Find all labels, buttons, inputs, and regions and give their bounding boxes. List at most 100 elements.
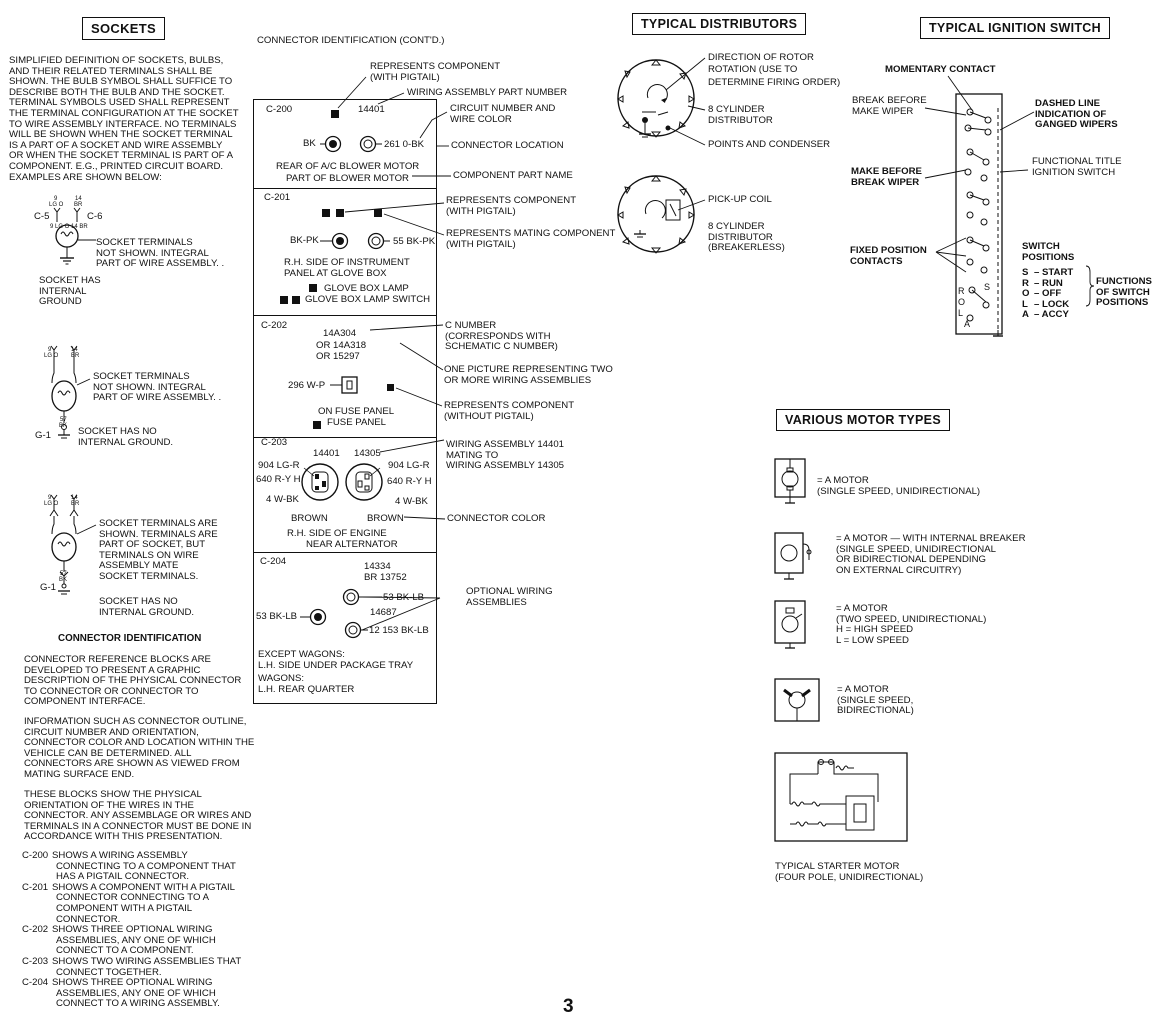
c204-number-2: BR 13752	[364, 572, 407, 583]
text-line: BREAK WIPER	[851, 176, 920, 188]
connector-blocks-frame	[253, 99, 437, 704]
text-line: (WITH PIGTAIL)	[370, 71, 440, 83]
connector-list-key: C-200	[22, 850, 49, 861]
text-line: TERMINAL SYMBOLS USED SHALL REPRESENT	[9, 97, 230, 109]
text-line: (WITHOUT PIGTAIL)	[444, 410, 534, 422]
text-line: (TWO SPEED, UNIDIRECTIONAL)	[836, 613, 987, 625]
text-line: GANGED WIPERS	[1035, 119, 1118, 131]
c203-right-1: 904 LG-R	[388, 460, 430, 471]
c202-component: FUSE PANEL	[327, 417, 387, 428]
connector-list-line: CONNECT TO A WIRING ASSEMBLY.	[22, 999, 241, 1010]
text-line: ORIENTATION OF THE WIRES IN THE	[24, 799, 194, 811]
c203-right-2: 640 R-Y H	[387, 476, 432, 487]
connector-list-key: C-202	[22, 924, 49, 936]
c201-mating-symbol	[374, 209, 382, 217]
switch-letter-a: A	[964, 319, 971, 329]
ex1-wire1-color: LG O	[49, 202, 64, 208]
callout-represents-component-2: REPRESENTS COMPONENT(WITH PIGTAIL)	[446, 195, 577, 217]
callout-represents-no-pigtail: REPRESENTS COMPONENT(WITHOUT PIGTAIL)	[444, 400, 574, 422]
c204-number-1: 14334	[364, 561, 391, 572]
text-line: REPRESENTS COMPONENT	[446, 195, 577, 206]
text-line: IS A PART OF A SOCKET AND WIRE ASSEMBLY	[9, 139, 223, 151]
text-line: SOCKET HAS NO	[78, 426, 157, 437]
ex3-ground-wire: 57	[60, 571, 67, 577]
c200-part-number: 14401	[358, 104, 385, 115]
connector-list-text: CONNECT TO A COMPONENT.	[56, 945, 194, 957]
text-line: MATING SURFACE END.	[24, 768, 135, 780]
switch-position: A– ACCY	[1022, 310, 1073, 321]
connector-list-line: CONNECT TO A COMPONENT.	[22, 946, 241, 957]
c201-component-symbol	[336, 209, 344, 217]
connector-list-key: C-204	[22, 977, 49, 989]
glove-box-switch-symbol	[292, 296, 300, 304]
c203-left-1: 904 LG-R	[258, 460, 300, 471]
text-line: SHOWN. TERMINALS ARE	[99, 528, 218, 540]
text-line: C NUMBER	[445, 320, 497, 331]
text-line: ACCORDANCE WITH THIS PRESENTATION.	[24, 831, 223, 843]
text-line: POSITIONS	[1096, 297, 1149, 309]
text-line: NOT SHOWN. INTEGRAL	[93, 381, 206, 393]
separator: –	[1034, 288, 1043, 300]
c202-wire: 296 W-P	[288, 380, 326, 391]
text-line: INTERNAL GROUND.	[99, 606, 195, 618]
text-line: SHOWN. THE BULB SYMBOL SHALL SUFFICE TO	[9, 76, 233, 88]
connector-id-title: CONNECTOR IDENTIFICATION	[58, 633, 202, 644]
text-line: FUNCTIONS	[1096, 276, 1152, 287]
connector-list-line: CONNECTING TO A COMPONENT THAT	[22, 860, 241, 873]
text-line: (FOUR POLE, UNIDIRECTIONAL)	[775, 871, 924, 883]
c203-connector	[301, 463, 383, 501]
c202-number-3: OR 15297	[316, 351, 360, 362]
text-line: COMPONENT INTERFACE.	[24, 696, 146, 708]
c202-id: C-202	[261, 320, 288, 331]
ex2-ground-wire: 57	[60, 417, 67, 423]
text-line: (WITH PIGTAIL)	[446, 205, 516, 217]
text-line: CIRCUIT NUMBER AND ORIENTATION,	[24, 726, 199, 738]
text-line: EXAMPLES ARE SHOWN BELOW:	[9, 171, 162, 183]
c204-right-wire-2: 12 153 BK-LB	[369, 625, 429, 636]
ex1-bottom-labels: 9 LG O 14 BR	[50, 224, 88, 230]
sockets-intro: SIMPLIFIED DEFINITION OF SOCKETS, BULBS,…	[9, 55, 239, 183]
distributor-points-diagram	[617, 59, 695, 254]
glove-box-switch-symbol	[280, 296, 288, 304]
connector-list-line: CONNECTOR CONNECTING TO A	[22, 893, 241, 904]
motor-desc-1: = A MOTOR(SINGLE SPEED, UNIDIRECTIONAL)	[817, 475, 980, 497]
text-line: TO CONNECTOR OR CONNECTOR TO	[24, 685, 199, 697]
c204-connector	[300, 588, 382, 639]
motor-icon-4	[774, 678, 820, 722]
c200-connector	[320, 135, 382, 153]
text-line: TYPICAL STARTER MOTOR	[775, 861, 900, 872]
text-line: SOCKET TERMINALS	[93, 371, 190, 382]
ex2-wire2: 14	[71, 347, 78, 353]
c201-right-wire: 55 BK-PK	[393, 236, 436, 247]
text-line: INFORMATION SUCH AS CONNECTOR OUTLINE,	[24, 716, 247, 727]
text-line: OF SWITCH	[1096, 286, 1150, 298]
fuse-panel-symbol	[313, 421, 321, 429]
socket-example-1-diagram	[53, 207, 96, 265]
ex1-wire2-color: BR	[74, 202, 83, 208]
divider	[253, 437, 437, 438]
c203-color-right: BROWN	[367, 513, 404, 524]
text-line: AND THEIR RELATED TERMINALS SHALL BE	[9, 65, 213, 77]
c201-connector	[320, 232, 390, 250]
connector-list-text: CONNECTING TO A COMPONENT THAT	[56, 860, 236, 872]
c202-component-symbol	[387, 384, 394, 391]
connector-list-line: HAS A PIGTAIL CONNECTOR.	[22, 871, 241, 883]
c203-left-3: 4 W-BK	[266, 494, 299, 505]
divider	[253, 552, 437, 553]
text-line: GROUND	[39, 296, 82, 308]
text-line: DASHED LINE	[1035, 98, 1101, 109]
c204-number-3: 14687	[370, 607, 397, 618]
c202-connector	[330, 376, 358, 394]
glove-box-lamp-symbol	[309, 284, 317, 292]
callout-component-name: COMPONENT PART NAME	[453, 170, 573, 181]
text-line: TERMINALS ON WIRE	[99, 549, 199, 561]
text-line: SOCKET HAS	[39, 275, 101, 286]
